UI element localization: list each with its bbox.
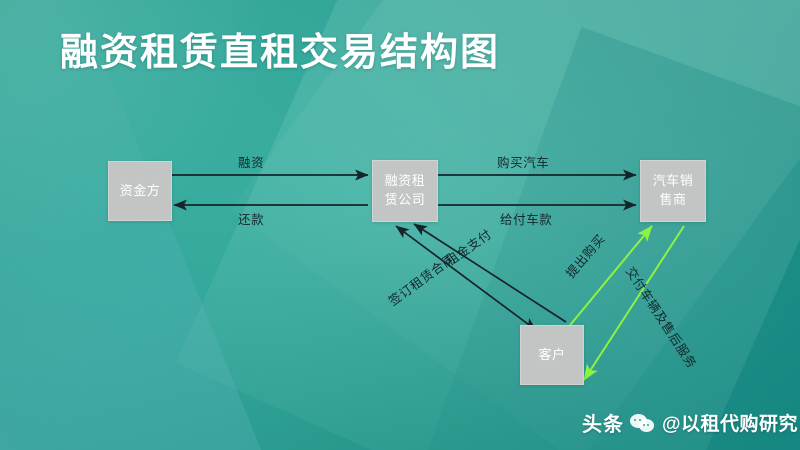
edge-deliver-service: [583, 225, 685, 381]
node-funder-label: 资金方: [119, 182, 161, 198]
page-title: 融资租赁直租交易结构图: [60, 32, 501, 74]
node-funder[interactable]: 资金方: [108, 161, 172, 221]
edge-label-repayment: 还款: [238, 213, 265, 227]
background-glow: [0, 0, 260, 270]
node-lessor[interactable]: 融资租 赁公司: [372, 160, 438, 222]
node-dealer[interactable]: 汽车销 售商: [640, 160, 706, 222]
edge-label-financing: 融资: [238, 156, 265, 170]
edge-sign-contract: [395, 225, 537, 331]
node-dealer-label-line2: 售商: [659, 192, 687, 207]
edge-label-pay-car-money: 给付车款: [500, 213, 553, 227]
node-lessor-label-line2: 赁公司: [384, 192, 426, 207]
edge-label-buy-car: 购买汽车: [497, 156, 550, 170]
node-dealer-label-line1: 汽车销: [652, 173, 694, 189]
node-customer-label: 客户: [538, 346, 566, 362]
node-customer[interactable]: 客户: [520, 325, 584, 385]
edge-request-buy: [565, 225, 653, 331]
node-lessor-label-line1: 融资租: [384, 173, 426, 189]
